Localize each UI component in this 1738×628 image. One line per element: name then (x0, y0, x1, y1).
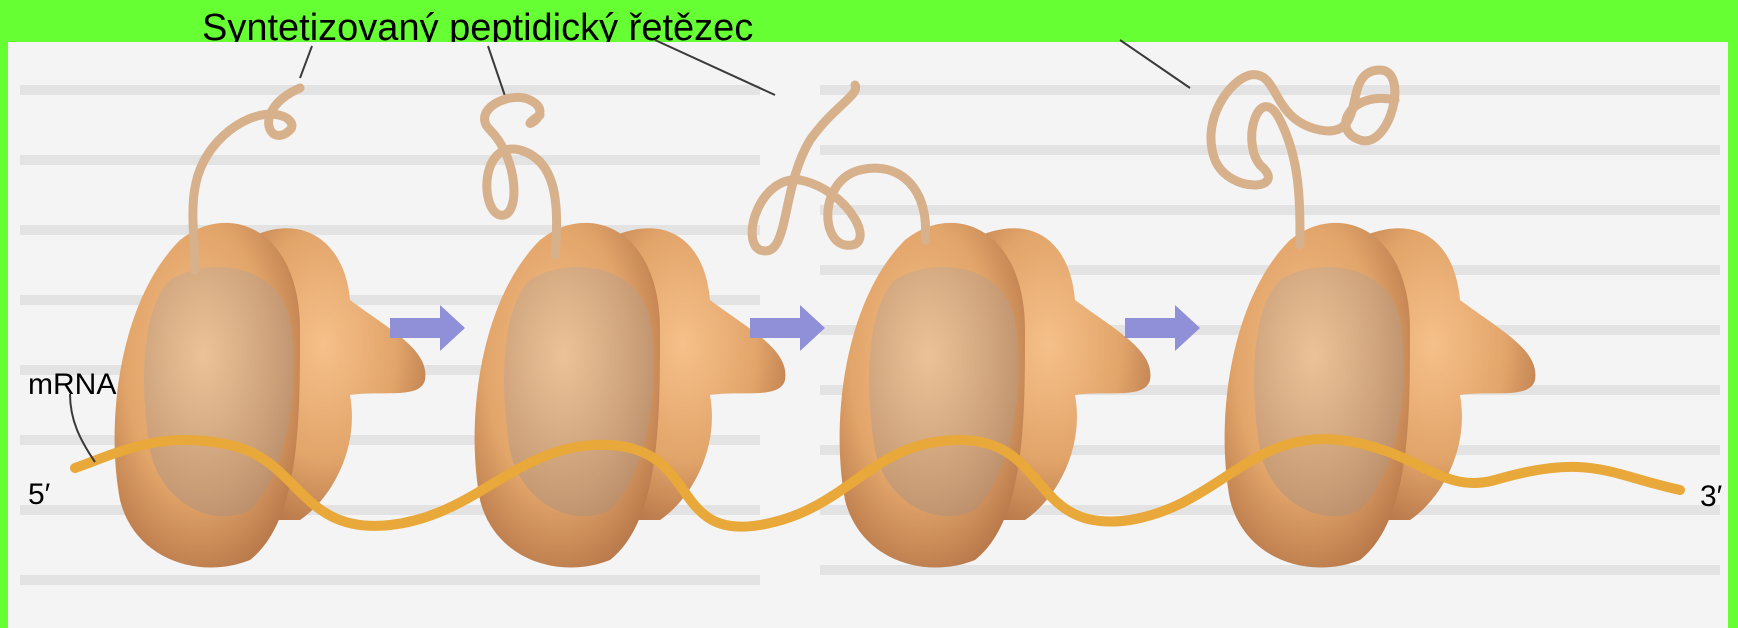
mrna-label: mRNA (28, 368, 116, 402)
three-prime-label: 3′ (1700, 480, 1722, 514)
five-prime-label: 5′ (28, 478, 50, 512)
